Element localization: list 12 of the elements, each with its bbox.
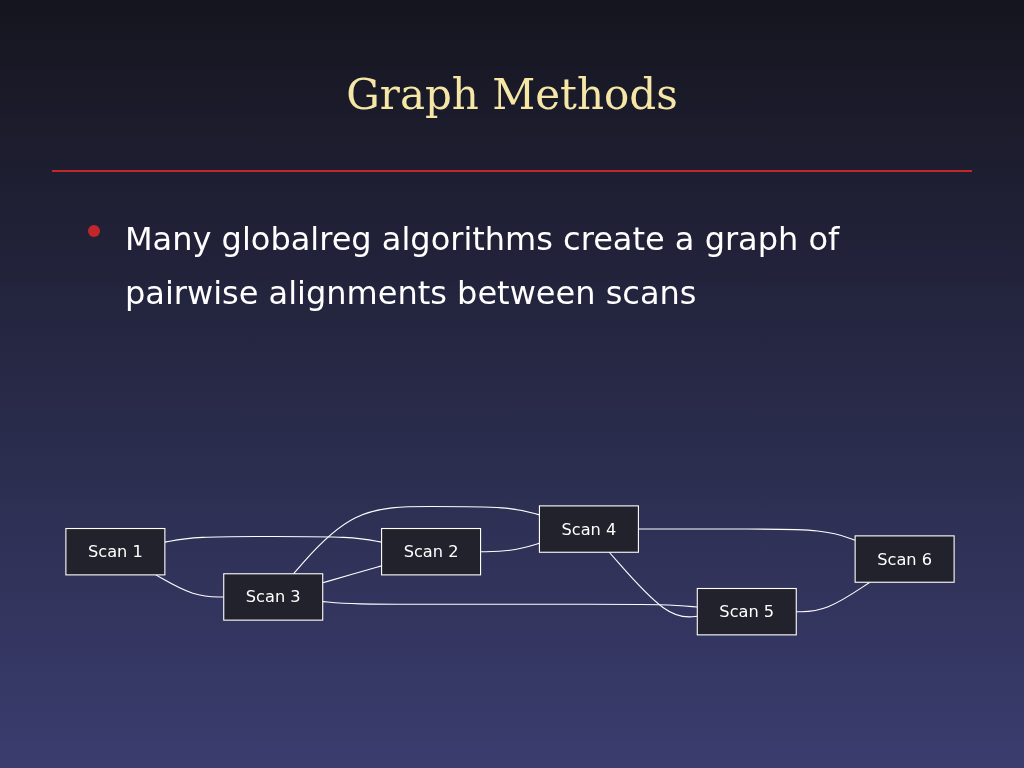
node-box: Scan 5 xyxy=(696,587,797,636)
node-box: Scan 2 xyxy=(381,527,482,576)
connector xyxy=(608,551,698,618)
node-box: Scan 6 xyxy=(854,534,955,583)
node-box: Scan 1 xyxy=(65,527,166,576)
node-box: Scan 4 xyxy=(538,504,639,553)
slide-title: Graph Methods xyxy=(345,70,679,119)
connector xyxy=(480,542,540,552)
bullet-text: Many globalreg algorithms create a graph of pairwise alignments between scans xyxy=(125,219,841,315)
connector xyxy=(322,600,698,608)
connector xyxy=(292,505,540,574)
node-box: Scan 3 xyxy=(223,572,324,621)
